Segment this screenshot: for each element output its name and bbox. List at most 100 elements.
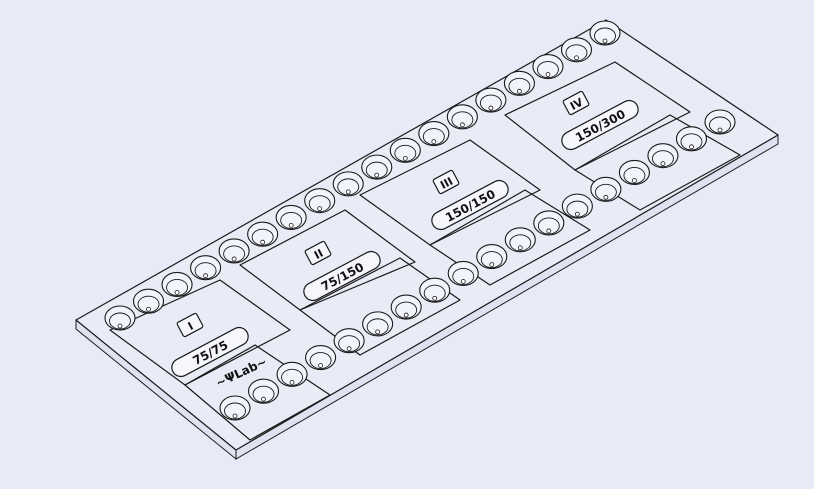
well-rim <box>503 70 535 96</box>
well-inner <box>479 94 502 112</box>
top-well <box>361 154 393 180</box>
zone-numeral-3: III <box>432 169 460 195</box>
value-plaque <box>303 250 381 302</box>
well-inner <box>366 318 389 336</box>
well-rim <box>504 227 536 253</box>
well-inner <box>194 262 217 280</box>
well-bottom-dot <box>632 178 637 183</box>
well-inner <box>480 251 503 269</box>
top-well <box>275 204 307 230</box>
well-rim <box>418 121 450 147</box>
well-bottom-dot <box>317 206 323 212</box>
well-bottom-dot <box>146 306 151 312</box>
value-plaque <box>431 179 509 231</box>
well-bottom-dot <box>717 127 723 133</box>
bottom-well <box>447 260 479 286</box>
numeral-plaque <box>432 169 460 195</box>
plate-body <box>75 19 779 461</box>
zone-numeral-1: I <box>176 312 204 338</box>
well-bottom-dot <box>117 323 123 329</box>
bottom-well <box>276 361 308 387</box>
top-well <box>446 104 478 130</box>
bottom-well <box>618 159 650 186</box>
top-well <box>503 70 535 96</box>
bottom-well <box>219 395 251 421</box>
well-bottom-dot <box>231 256 237 262</box>
well-rim <box>561 193 593 219</box>
well-inner <box>251 228 274 246</box>
well-inner <box>537 217 560 235</box>
well-inner <box>109 312 131 330</box>
well-inner <box>395 301 418 319</box>
well-rim <box>190 255 222 281</box>
well-rim <box>161 271 193 298</box>
well-rim <box>332 171 364 197</box>
value-plaque <box>561 99 639 151</box>
well-inner <box>536 61 559 78</box>
bottom-well <box>476 244 508 270</box>
well-rim <box>247 378 280 404</box>
top-well <box>161 271 193 298</box>
well-bottom-dot <box>346 346 352 352</box>
well-bottom-dot <box>517 245 523 251</box>
well-rim <box>132 288 165 314</box>
well-inner <box>309 352 332 369</box>
top-well <box>247 221 279 247</box>
well-inner <box>252 385 275 403</box>
well-inner <box>508 77 531 95</box>
well-rim <box>218 238 250 264</box>
bottom-well <box>390 294 422 320</box>
well-inner <box>280 211 303 229</box>
well-rim <box>390 294 422 320</box>
bottom-well <box>647 143 679 169</box>
zone-numeral-2: II <box>304 240 332 266</box>
well-inner <box>224 402 246 420</box>
well-bottom-dot <box>318 363 323 368</box>
well-bottom-dot <box>459 122 465 128</box>
numeral-plaque <box>562 90 590 116</box>
well-inner <box>565 44 588 62</box>
bottom-well <box>247 378 280 404</box>
well-bottom-dot <box>602 38 608 44</box>
well-inner <box>337 178 360 196</box>
well-inner <box>651 150 674 168</box>
well-bottom-dot <box>174 290 180 295</box>
well-bottom-dot <box>488 105 494 111</box>
bottom-well <box>504 227 536 253</box>
top-well <box>132 288 165 314</box>
well-rim <box>305 344 337 371</box>
top-well <box>190 255 222 281</box>
top-well <box>475 87 507 113</box>
zone-frame-5 <box>184 344 331 441</box>
bottom-well <box>675 126 708 152</box>
well-rim <box>104 305 136 331</box>
zone-frame-3 <box>359 139 541 246</box>
well-rim <box>419 277 451 303</box>
well-rim <box>304 188 336 214</box>
well-rim <box>675 126 708 152</box>
well-bottom-dot <box>403 312 409 318</box>
well-inner <box>509 234 532 252</box>
well-bottom-dot <box>203 273 208 279</box>
well-rim <box>704 109 736 135</box>
well-inner <box>338 335 361 353</box>
well-bottom-dot <box>574 211 580 217</box>
zone-frame-1 <box>109 279 291 386</box>
well-inner <box>594 27 616 45</box>
well-inner <box>566 200 589 218</box>
well-inner <box>451 111 474 129</box>
zone-frame-2 <box>239 209 416 311</box>
well-inner <box>223 245 246 263</box>
well-bottom-dot <box>574 55 579 61</box>
well-rim <box>560 37 593 63</box>
well-bottom-dot <box>260 239 266 245</box>
numeral-text: III <box>438 175 455 192</box>
wells-bottom-row <box>219 109 736 421</box>
plate-top-face <box>75 19 779 451</box>
top-well <box>218 238 250 264</box>
well-inner <box>709 116 731 134</box>
well-rim <box>475 87 507 113</box>
well-inner <box>308 195 331 213</box>
well-inner <box>422 128 445 146</box>
